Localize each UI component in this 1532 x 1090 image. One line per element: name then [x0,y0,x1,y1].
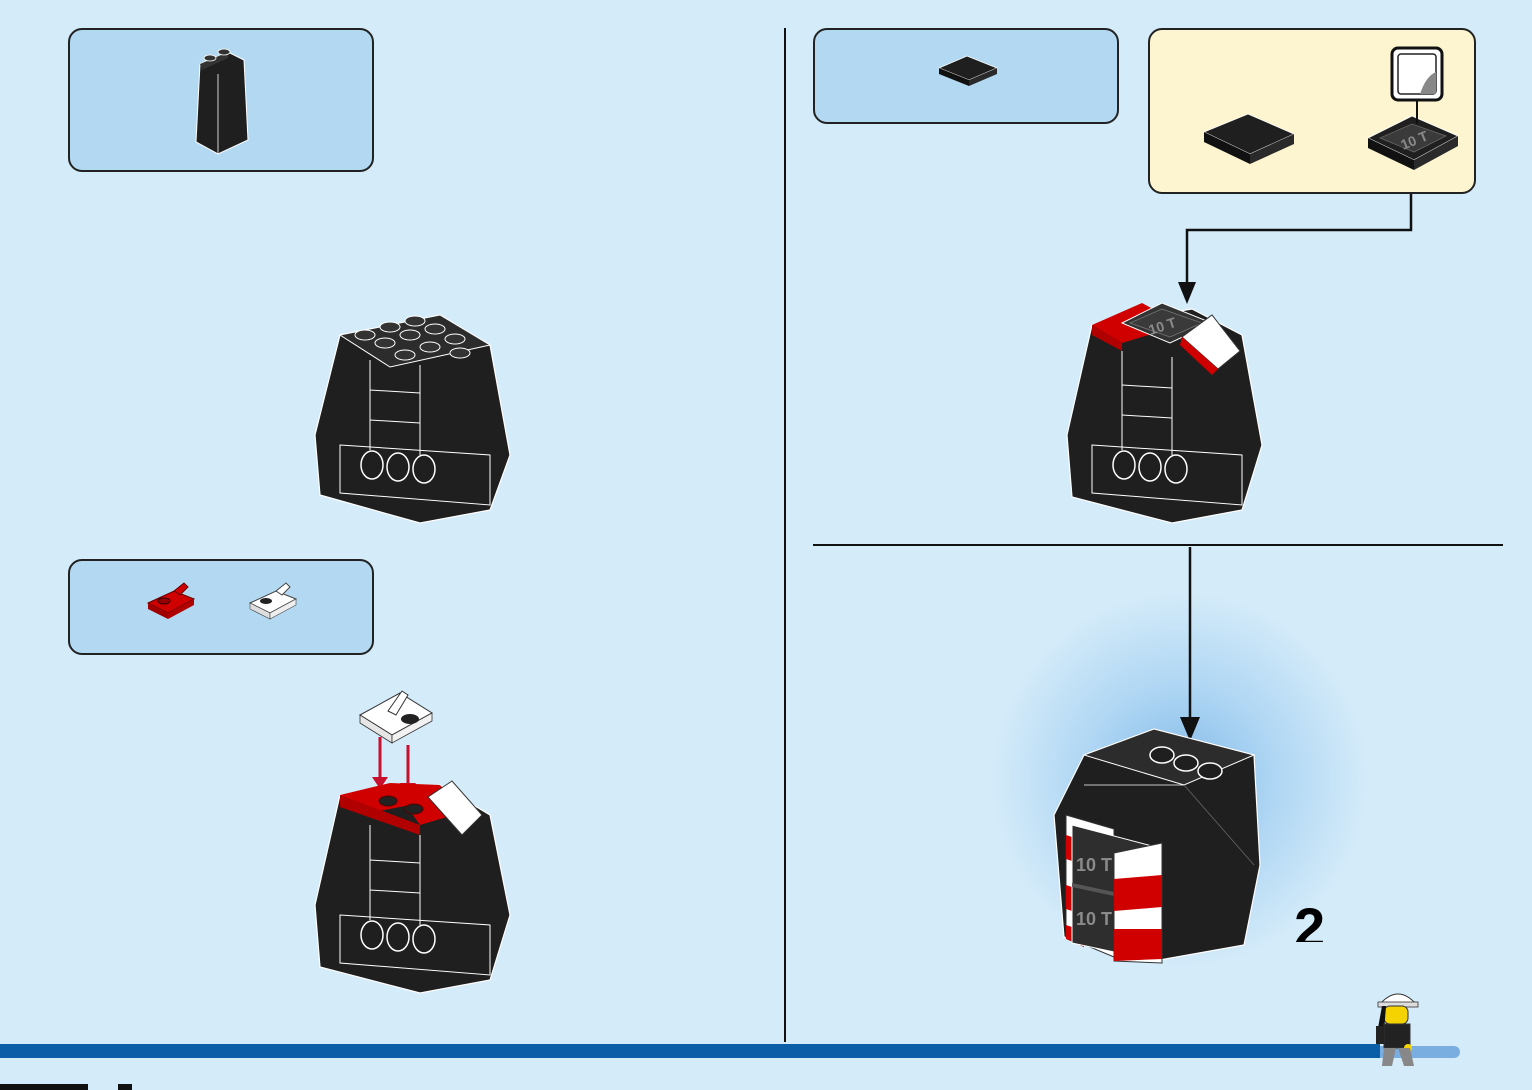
parts-callout-slope [68,28,374,172]
minifigure-icon [1370,986,1426,1072]
parts-callout-brackets [68,559,374,655]
sticker-callout: 10 T [1148,28,1476,194]
step-number: 2 [1294,900,1358,942]
parts-callout-tile [813,28,1119,124]
completed-model: 10 T 10 T [1044,725,1284,975]
sticker-label-top: 10 T [1076,855,1112,875]
white-bracket-plate-icon [246,581,302,621]
step-divider-horizontal [813,544,1503,546]
base-model-slopes [310,305,530,525]
sticker-label-bottom: 10 T [1076,909,1112,929]
white-bracket-plate-icon [360,691,432,743]
page-divider-vertical [784,28,786,1042]
page-number-mark [118,1084,132,1090]
assembly-brackets-model [310,685,530,995]
slope-brick-icon [188,44,268,154]
sticker-sheet-icon [1390,46,1446,126]
assembly-tile-model: 10 T [1062,285,1282,525]
flat-tile-icon [937,54,1001,88]
red-bracket-plate-icon [144,581,200,621]
flat-tile-icon [1202,112,1298,168]
footer-bar [0,1044,1380,1058]
result-arrow [1180,545,1200,745]
page-number-mark [0,1084,88,1090]
